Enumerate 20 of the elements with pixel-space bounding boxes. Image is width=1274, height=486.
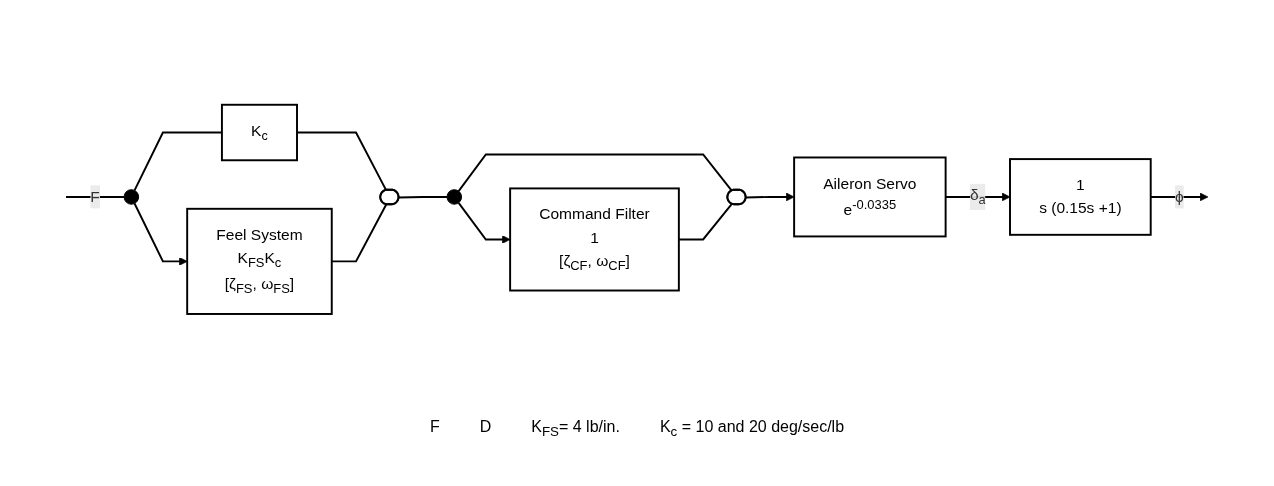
edge-label: δ$_{a}$: [969, 186, 986, 207]
arrow: [133, 202, 188, 266]
node-box: K$_{c}$: [220, 103, 298, 161]
note-text: K$_{c}$ = 10 and 20 deg/sec/lb: [659, 417, 845, 440]
connector: [398, 195, 448, 198]
edge-label: F: [90, 187, 100, 205]
node-box: 1 s (0.15s +1): [1009, 157, 1152, 236]
node-box: Feel System K$_{FS}$K$_{c}$ [ζ$_{FS}$, ω$_{FS}$]: [186, 207, 333, 315]
arrow: [457, 201, 511, 244]
connector: [457, 153, 733, 192]
edge-label: ϕ: [1174, 187, 1184, 205]
connector: [65, 195, 126, 198]
node-circle: [446, 188, 463, 205]
note-text: F: [429, 417, 440, 437]
note-text: D: [479, 417, 492, 437]
arrow: [745, 192, 795, 201]
note-text: K$_{FS}$= 4 lb/in.: [531, 417, 620, 440]
node-box: Command Filter 1 [ζ$_{CF}$, ω$_{CF}$]: [509, 187, 680, 292]
node-box: Aileron Servo e$^{-0.0335}$: [793, 156, 947, 237]
node-circle: [123, 188, 140, 205]
